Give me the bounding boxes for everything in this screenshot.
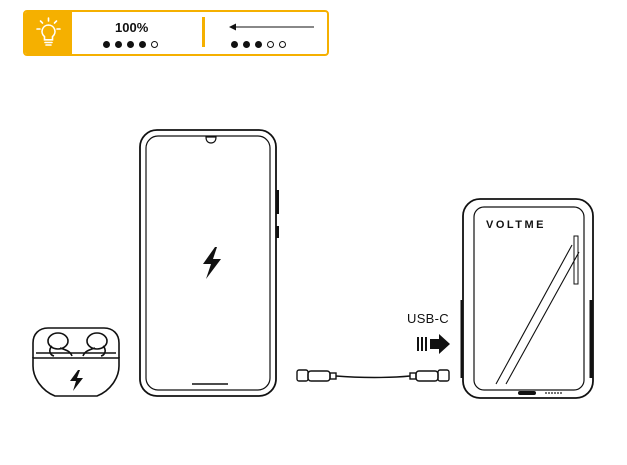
lightbulb-icon <box>36 17 61 46</box>
double-arrow-right-icon <box>417 334 450 354</box>
earbud-left <box>47 332 73 357</box>
dot-filled <box>243 41 250 48</box>
battery-indicator-panel: 100% <box>23 10 329 56</box>
dot-empty <box>279 41 286 48</box>
lightbulb-badge <box>25 12 72 54</box>
dot-filled <box>103 41 110 48</box>
dot-filled <box>127 41 134 48</box>
charge-level-dots-right <box>231 41 286 48</box>
dot-empty <box>151 41 158 48</box>
dot-filled <box>139 41 146 48</box>
lightning-bolt-icon <box>70 370 83 391</box>
dot-filled <box>255 41 262 48</box>
dot-filled <box>231 41 238 48</box>
arrow-left-icon <box>229 23 314 31</box>
lightning-bolt-icon <box>203 247 221 279</box>
divider <box>202 17 205 47</box>
usb-c-label: USB-C <box>407 311 449 326</box>
earbud-right <box>82 332 108 357</box>
charge-level-dots-left <box>103 41 158 48</box>
dot-empty <box>267 41 274 48</box>
dot-filled <box>115 41 122 48</box>
usb-c-cable <box>296 369 450 382</box>
charge-percentage: 100% <box>115 20 149 35</box>
power-bank <box>460 198 594 399</box>
power-bank-brand: VOLTME <box>486 219 547 231</box>
